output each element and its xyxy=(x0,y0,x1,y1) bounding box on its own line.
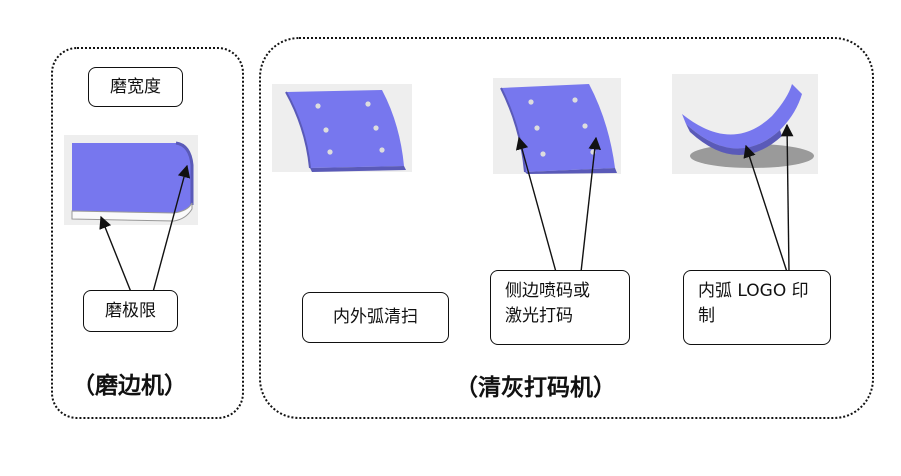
limit-arrow-right xyxy=(152,164,191,293)
grinding-limit-label: 磨极限 xyxy=(105,300,156,321)
edge-machine-caption: （磨边机） xyxy=(72,372,187,399)
grinding-width-label-box: 磨宽度 xyxy=(88,67,183,107)
edge-machine-group xyxy=(51,47,244,419)
side-coding-label-box: 侧边喷码或 激光打码 xyxy=(490,270,630,345)
logo-printing-label-line2: 制 xyxy=(698,305,715,326)
logo-printing-label-line1: 内弧 LOGO 印 xyxy=(698,281,809,301)
grinding-limit-label-box: 磨极限 xyxy=(83,290,178,332)
inner-outer-arc-part-image xyxy=(272,84,412,172)
logo-arrow-left xyxy=(743,144,788,273)
side-coding-label-line2: 激光打码 xyxy=(505,305,573,326)
limit-arrow-left xyxy=(99,215,132,293)
logo-arrow-right xyxy=(780,123,794,273)
cleaning-coding-machine-caption: （清灰打码机） xyxy=(455,374,616,401)
cleaning-coding-machine-group xyxy=(259,37,874,419)
side-coding-part-image xyxy=(493,78,621,174)
side-code-arrow-left xyxy=(515,136,557,273)
inner-outer-cleaning-label-box: 内外弧清扫 xyxy=(302,292,449,343)
grinding-width-label: 磨宽度 xyxy=(110,76,161,97)
side-code-arrow-right xyxy=(580,136,601,273)
inner-outer-cleaning-label: 内外弧清扫 xyxy=(333,307,418,328)
logo-printing-label-box: 内弧 LOGO 印 制 xyxy=(683,270,831,345)
side-coding-label-line1: 侧边喷码或 xyxy=(505,281,590,301)
